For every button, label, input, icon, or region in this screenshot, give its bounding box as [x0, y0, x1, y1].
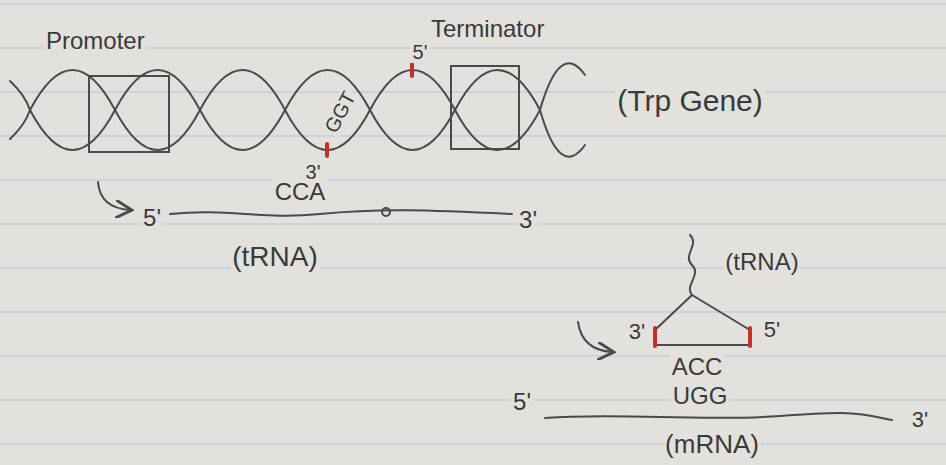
red-tick	[325, 144, 329, 156]
strand-end-label: 3'	[910, 408, 930, 432]
mrna-strand	[545, 413, 892, 420]
red-tick	[748, 328, 752, 346]
dna-strand	[10, 70, 585, 157]
molecule-label: (mRNA)	[663, 430, 761, 459]
trna-strand	[170, 210, 512, 216]
ruled-line	[0, 312, 946, 313]
box-heading: Promoter	[44, 28, 147, 54]
strand-end-label: 3'	[627, 320, 647, 344]
ruled-line	[0, 444, 946, 445]
ruled-line	[0, 180, 946, 181]
trna-stem	[689, 235, 695, 295]
trna-loop	[692, 295, 750, 330]
ruled-lines	[0, 4, 946, 444]
strand-end-label: 3'	[517, 207, 539, 233]
pencil-drawing	[10, 63, 892, 420]
box-outline	[88, 75, 170, 153]
promoter-box: Promoter	[40, 28, 175, 153]
molecule-label: (tRNA)	[723, 249, 800, 275]
ruled-line	[0, 268, 946, 269]
strand-end-label: 5'	[141, 205, 163, 231]
codon-label: CCA	[273, 179, 328, 205]
anticodon-loop	[655, 344, 750, 346]
anticodon-label: ACC	[670, 354, 725, 380]
strand-end-label: 5'	[411, 41, 430, 63]
box-outline	[450, 65, 520, 150]
ruled-line	[0, 400, 946, 401]
red-tick	[410, 64, 414, 76]
terminator-box: Terminator	[425, 16, 570, 150]
strand-end-label: 5'	[762, 318, 782, 342]
molecule-label: (tRNA)	[230, 242, 320, 273]
ruled-line	[0, 92, 946, 93]
ruled-line	[0, 356, 946, 357]
trna-loop	[655, 295, 692, 330]
gene-label: (Trp Gene)	[615, 84, 765, 117]
strand-mark	[382, 208, 390, 216]
strand-end-label: 5'	[511, 389, 533, 415]
codon-label: UGG	[671, 383, 730, 409]
process-arrow	[98, 182, 130, 210]
codon-label: GGT	[319, 86, 361, 138]
box-heading: Terminator	[429, 16, 546, 42]
process-arrow	[578, 322, 612, 352]
red-tick	[653, 328, 657, 346]
ruled-line	[0, 4, 946, 5]
